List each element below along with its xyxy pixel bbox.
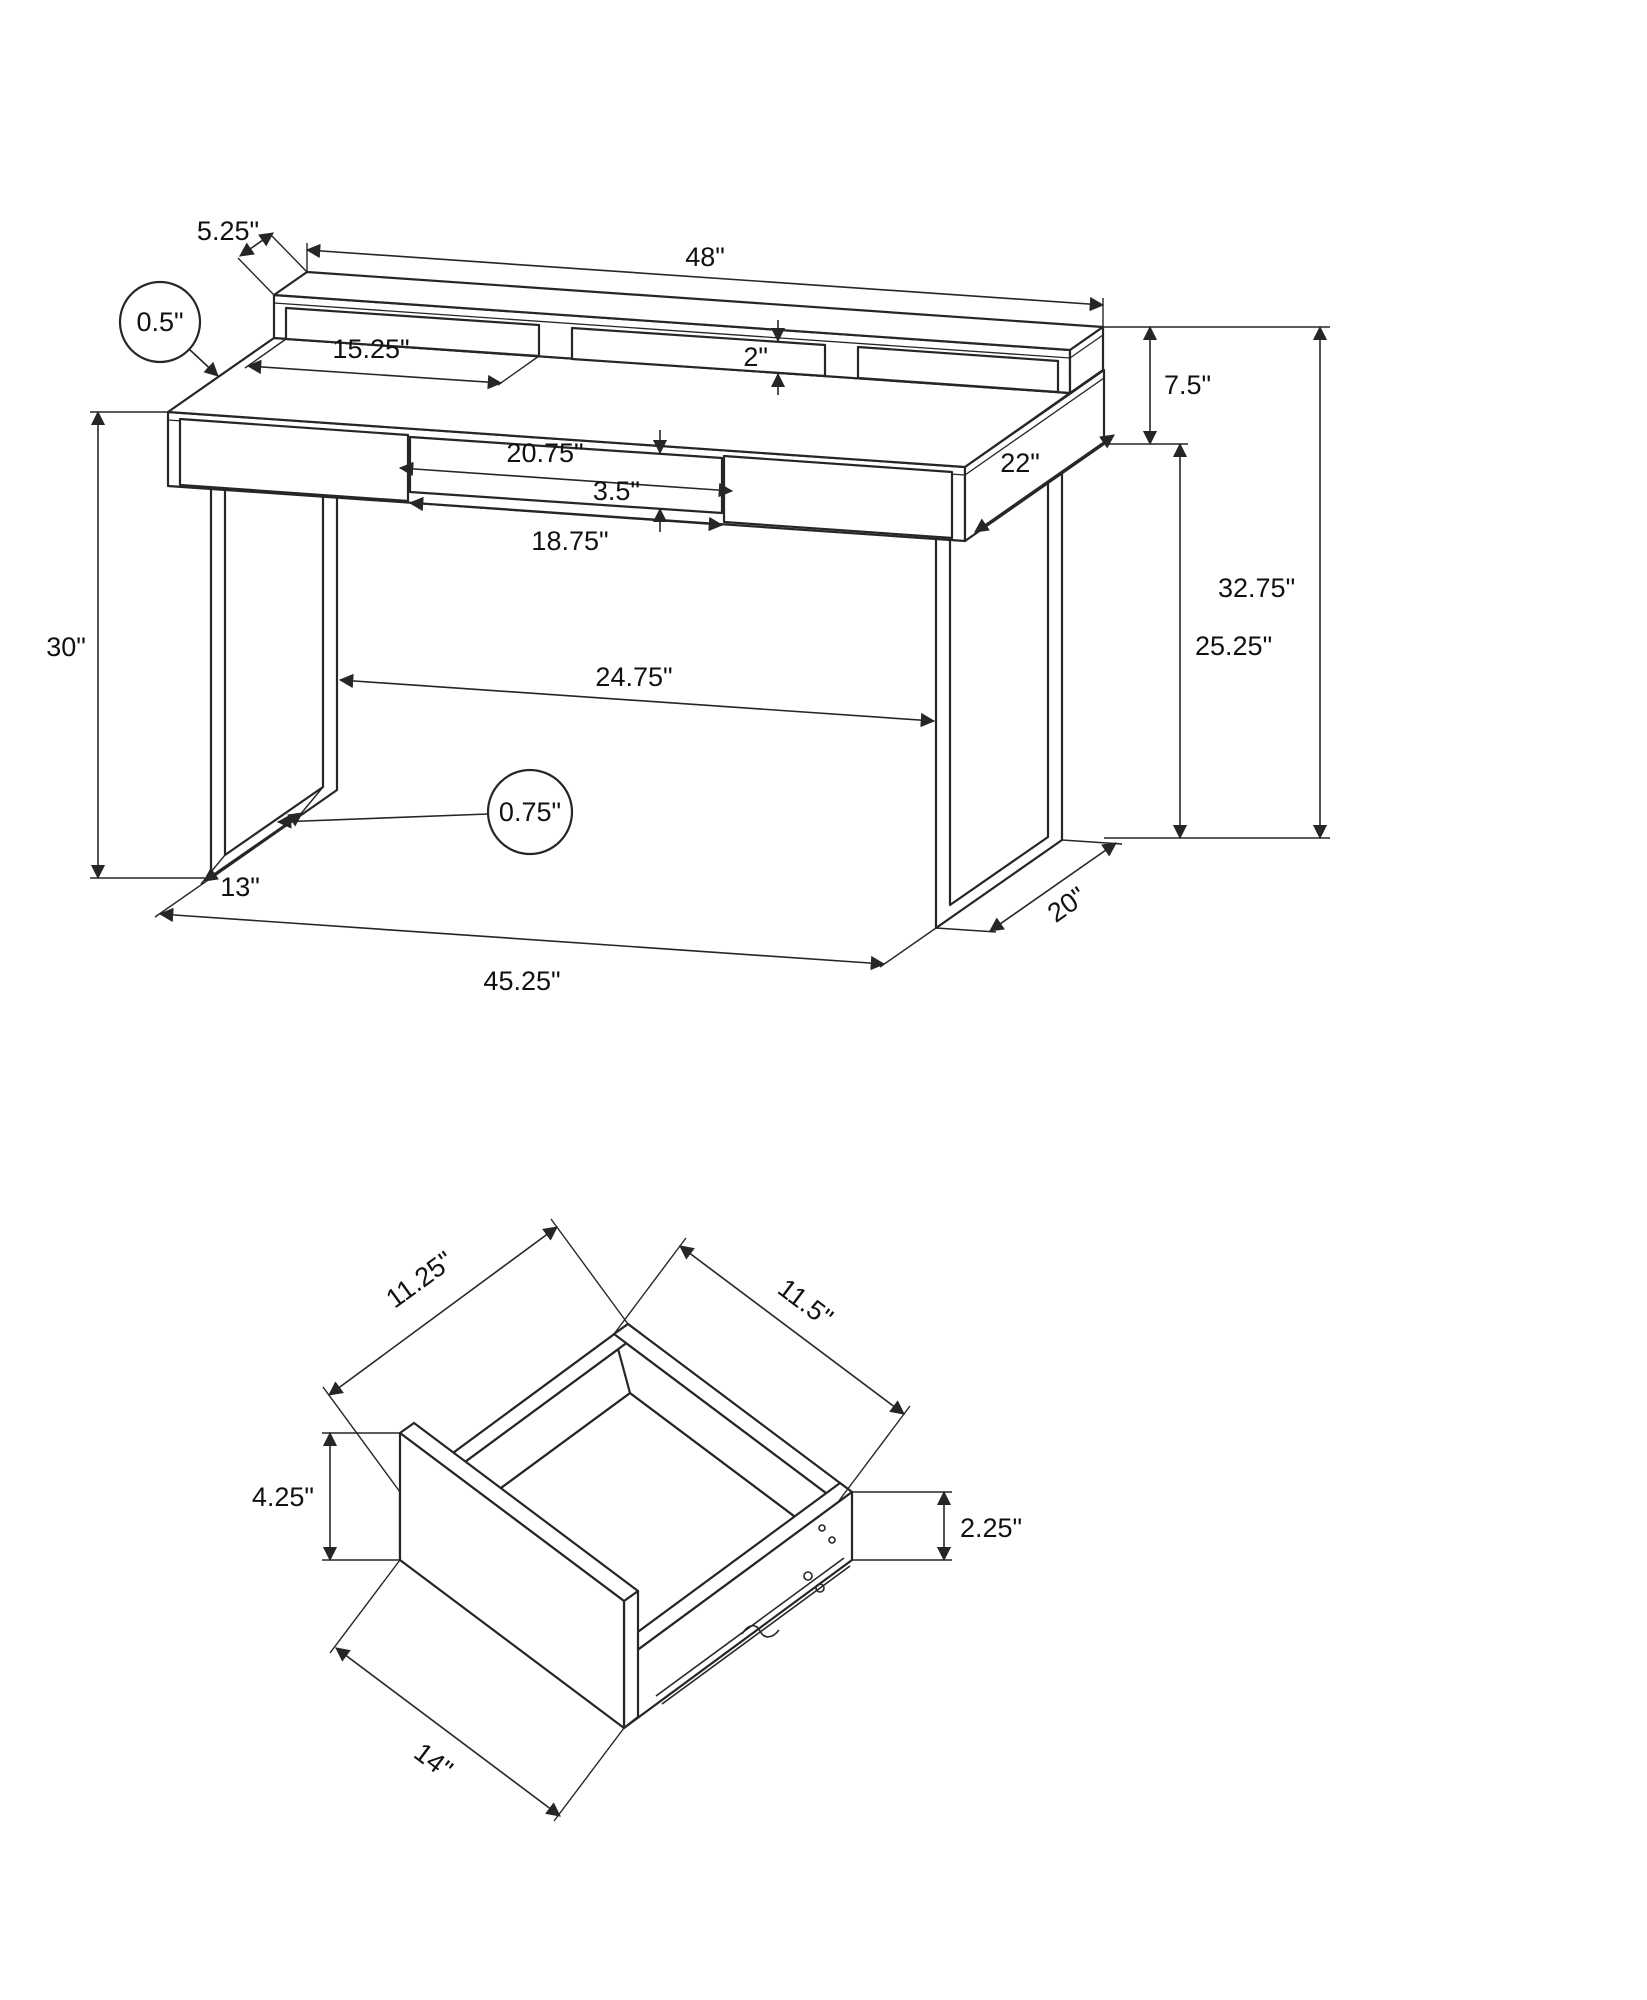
dim-tube-size: 0.75" [499,797,561,827]
drawer-slide-rail [655,1524,851,1705]
dim-total-height: 32.75" [1218,573,1295,603]
dim-side-depth: 22" [1000,448,1040,478]
dim-drawer-front-width: 14" [409,1737,459,1785]
dim-leg-depth: 20" [1042,881,1092,928]
dim-drawer-inner-depth: 11.5" [772,1273,838,1333]
dim-hutch-height: 7.5" [1164,370,1211,400]
dim-top-width: 48" [685,242,725,272]
dim-knee-width: 24.75" [595,662,672,692]
callout-top-thickness [118,280,202,364]
drawer-front-left [178,417,410,503]
dim-base-width: 45.25" [483,966,560,996]
riser-thickness-line-end [1069,334,1104,359]
cubby-opening-center [570,326,827,378]
dim-cubby-height: 2" [743,342,768,372]
dim-opening-outer-width: 20.75" [506,438,583,468]
drawer-front-right [722,454,954,540]
dim-clearance-height: 25.25" [1195,631,1272,661]
dim-shelf-depth: 5.25" [197,216,259,246]
drawer-detail [398,1322,854,1730]
callout-tube-size [486,768,574,856]
dim-drawer-front-height: 4.25" [252,1482,314,1512]
riser-thickness-line [273,302,1071,359]
dim-leg-inner-depth: 13" [220,872,260,902]
drawer-front-end-strip [622,1589,640,1730]
cubby-opening-right [856,345,1060,394]
dim-cubby-width: 15.25" [332,334,409,364]
riser-right-end [1068,325,1105,395]
dim-top-thickness: 0.5" [136,307,183,337]
dim-opening-inner-width: 18.75" [531,526,608,556]
desk-dimensions: 5.25" 48" 0.5" 15.25" 2" 20.75" 18.75" 3… [46,216,1330,996]
dim-opening-height: 3.5" [593,476,640,506]
dim-desk-height: 30" [46,632,86,662]
dim-drawer-inner-width: 11.25" [380,1245,458,1313]
dim-drawer-side-height: 2.25" [960,1513,1022,1543]
